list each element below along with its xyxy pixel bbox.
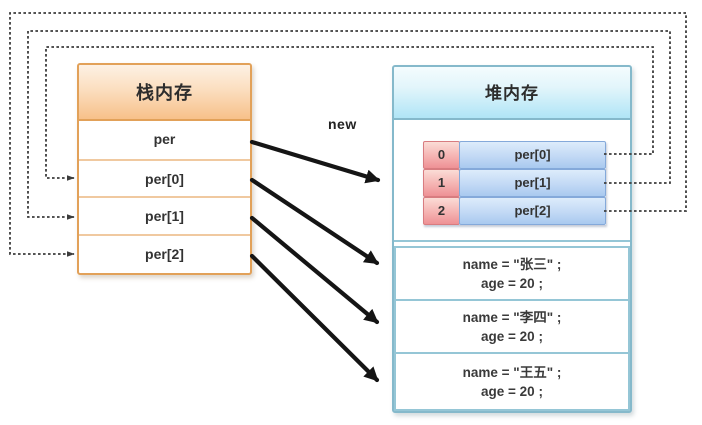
array-index-0: 0 <box>423 141 460 169</box>
object0-age-field: age = 20 ; <box>481 275 543 291</box>
array-value-per2: per[2] <box>459 197 606 225</box>
heap-array-table: 0 per[0] 1 per[1] 2 per[2] <box>423 141 606 225</box>
person-object-2: name = "王五" ; age = 20 ; <box>394 352 630 411</box>
object2-age-field: age = 20 ; <box>481 383 543 399</box>
heap-memory-title: 堆内存 <box>394 67 630 120</box>
array-index-1: 1 <box>423 169 460 197</box>
array-row-0: 0 per[0] <box>423 141 606 169</box>
stack-row-per0: per[0] <box>79 158 250 196</box>
arrow-per1-to-object1 <box>249 215 380 325</box>
new-keyword-label: new <box>328 116 357 132</box>
person-object-0: name = "张三" ; age = 20 ; <box>394 246 630 301</box>
object2-name-field: name = "王五" ; <box>462 364 562 380</box>
stack-row-per1: per[1] <box>79 196 250 234</box>
stack-row-per: per <box>79 121 250 159</box>
object1-age-field: age = 20 ; <box>481 328 543 344</box>
arrow-per0-to-object0 <box>249 177 380 266</box>
stack-memory-box: 栈内存 per per[0] per[1] per[2] <box>77 63 252 275</box>
array-index-2: 2 <box>423 197 460 225</box>
heap-memory-box: 堆内存 0 per[0] 1 per[1] 2 per[2] name = "张… <box>392 65 632 413</box>
stack-row-per2: per[2] <box>79 233 250 271</box>
array-value-per1: per[1] <box>459 169 606 197</box>
object1-name-field: name = "李四" ; <box>462 309 562 325</box>
array-value-per0: per[0] <box>459 141 606 169</box>
object0-name-field: name = "张三" ; <box>462 256 562 272</box>
heap-section-divider <box>394 240 630 242</box>
new-arrow-per-to-array <box>249 139 381 184</box>
person-object-1: name = "李四" ; age = 20 ; <box>394 299 630 354</box>
stack-memory-title: 栈内存 <box>79 65 250 121</box>
array-row-1: 1 per[1] <box>423 169 606 197</box>
array-row-2: 2 per[2] <box>423 197 606 225</box>
arrow-per2-to-object2 <box>249 253 380 383</box>
